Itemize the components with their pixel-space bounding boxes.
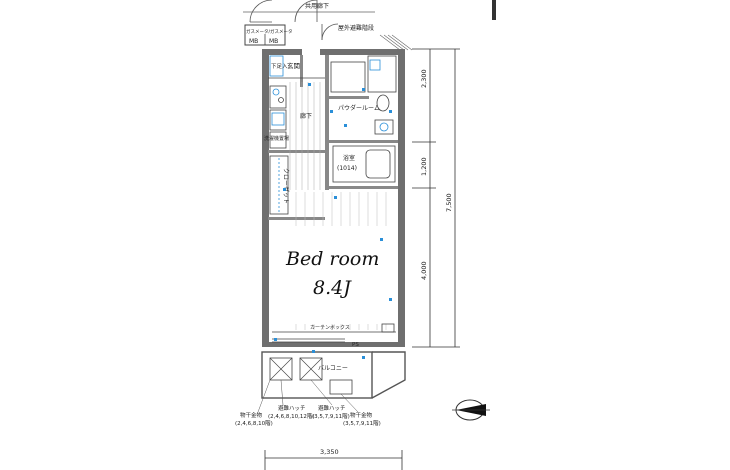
entrance-label: 玄関 [287, 61, 300, 70]
dryer-left-label: 物干金物 [240, 411, 263, 419]
powder-room-label: パウダールーム [338, 104, 380, 112]
hallway-floor [289, 82, 321, 190]
bath-size-label: (1014) [337, 165, 357, 172]
outdoor-stair-label: 屋外避難階段 [338, 24, 374, 32]
entrance-door-swings [249, 0, 339, 41]
bath-label: 浴室 [343, 154, 355, 162]
dryer-right-rooms: (3,5,7,9,11階) [343, 419, 381, 427]
balcony-leaders [257, 379, 359, 413]
ps-label: PS [352, 342, 359, 348]
dimension-segment-3: 4,000 [420, 261, 428, 280]
laundry-machine-box [367, 55, 397, 93]
hatch-right-rooms: (3,5,7,9,11階) [312, 412, 350, 420]
dimension-width: 3,350 [320, 448, 339, 456]
dryer-right-label: 物干金物 [350, 411, 373, 419]
dimension-total-depth: 7,500 [445, 193, 453, 212]
stair-hatching [379, 34, 413, 51]
dimension-segment-2: 1,200 [420, 157, 428, 176]
north-arrow-icon [452, 399, 490, 421]
entrance-zone: 下足入 玄関 [268, 55, 325, 79]
dryer-left-rooms: (2,4,6,8,10階) [235, 419, 273, 427]
bedroom-title: Bed room [285, 248, 379, 270]
bedroom-size: 8.4J [313, 277, 352, 299]
hallway-label: 廊下 [300, 112, 312, 120]
horizontal-dimension-line [264, 450, 403, 470]
laundry-label: 洗濯機置場 [264, 135, 289, 142]
laundry-zone: 洗濯機置場 [264, 131, 289, 149]
meter-box-area: ガスメータ/ガスメータ MB MB [244, 24, 293, 46]
bathroom: 浴室 (1014) [332, 145, 396, 183]
hatch-left-rooms: (2,4,6,8,10,12階) [268, 412, 315, 420]
exterior-walls [262, 49, 405, 347]
curtain-box-label: カーテンボックス [310, 324, 350, 331]
electrical-markers [274, 83, 392, 359]
balcony-label: バルコニー [318, 365, 348, 372]
mb-right-label: MB [269, 38, 278, 45]
closet-label: クローゼット [282, 168, 290, 204]
kitchen-fixtures [269, 85, 287, 131]
closet: クローゼット [269, 155, 290, 215]
curtain-box: カーテンボックス [272, 323, 396, 333]
meter-caption: ガスメータ/ガスメータ [246, 28, 293, 35]
hatch-right-label: 避難ハッチ [318, 404, 346, 412]
hatch-left-label: 避難ハッチ [278, 404, 306, 412]
mb-left-label: MB [249, 38, 258, 45]
bedroom: Bed room 8.4J [270, 226, 390, 324]
balcony: バルコニー [261, 351, 406, 399]
interior-walls [268, 55, 398, 220]
powder-room: パウダールーム [330, 61, 394, 135]
vertical-dimension-lines [412, 48, 460, 348]
shoe-box-label: 下足入 [271, 63, 288, 70]
dimension-segment-1: 2,300 [420, 69, 428, 88]
common-corridor-area: 共用廊下 [243, 0, 496, 20]
balcony-window [272, 338, 345, 343]
